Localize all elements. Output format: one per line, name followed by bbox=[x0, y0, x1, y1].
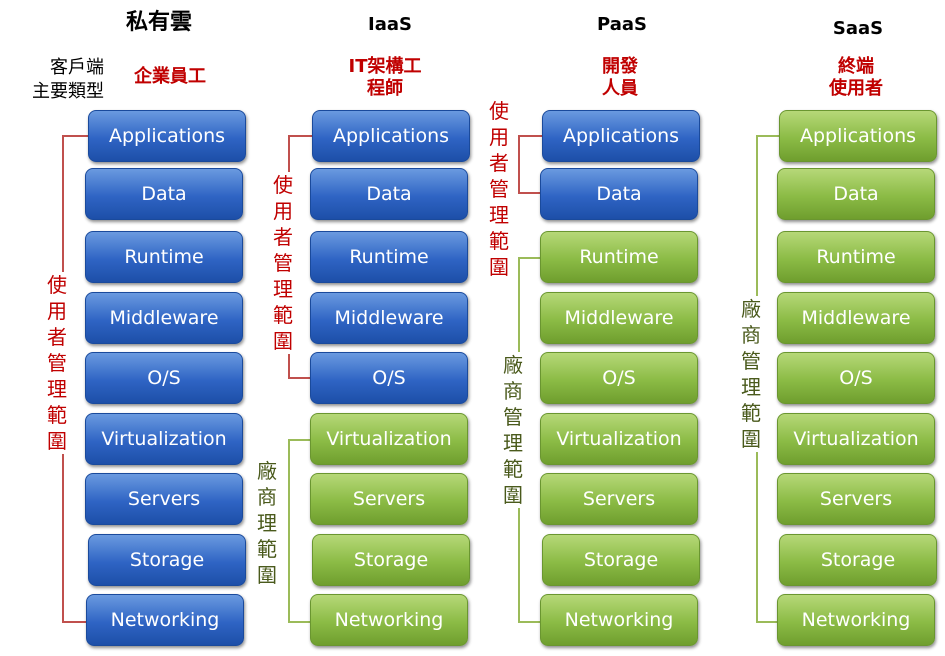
label-paas-user-managed: 使用者管理範圍 bbox=[488, 98, 510, 280]
layer-virtualization: Virtualization bbox=[85, 413, 243, 465]
layer-runtime: Runtime bbox=[777, 231, 935, 283]
layer-servers: Servers bbox=[777, 473, 935, 525]
layer-virtualization: Virtualization bbox=[310, 413, 468, 465]
layer-data: Data bbox=[310, 168, 468, 220]
layer-virtualization: Virtualization bbox=[777, 413, 935, 465]
layer-middleware: Middleware bbox=[777, 292, 935, 344]
layer-os: O/S bbox=[540, 352, 698, 404]
layer-networking: Networking bbox=[86, 594, 244, 646]
layer-data: Data bbox=[777, 168, 935, 220]
layer-storage: Storage bbox=[312, 534, 470, 586]
label-iaas-user-managed: 使用者管理範圍 bbox=[272, 172, 294, 354]
layer-storage: Storage bbox=[542, 534, 700, 586]
layer-applications: Applications bbox=[312, 110, 470, 162]
layer-os: O/S bbox=[777, 352, 935, 404]
layer-networking: Networking bbox=[310, 594, 468, 646]
layer-networking: Networking bbox=[540, 594, 698, 646]
column-subtitle-private-cloud: 企業員工 bbox=[134, 66, 206, 87]
column-title-private-cloud: 私有雲 bbox=[125, 10, 192, 35]
column-subtitle-iaas: IT架構工 程師 bbox=[348, 56, 422, 99]
column-title-iaas: IaaS bbox=[368, 14, 412, 35]
layer-runtime: Runtime bbox=[540, 231, 698, 283]
layer-middleware: Middleware bbox=[310, 292, 468, 344]
layer-storage: Storage bbox=[88, 534, 246, 586]
layer-servers: Servers bbox=[85, 473, 243, 525]
label-saas-vendor-managed: 廠商管理範圍 bbox=[740, 296, 762, 452]
layer-applications: Applications bbox=[779, 110, 937, 162]
layer-applications: Applications bbox=[542, 110, 700, 162]
label-paas-vendor-managed: 廠商管理範圍 bbox=[502, 352, 524, 508]
layer-middleware: Middleware bbox=[85, 292, 243, 344]
layer-runtime: Runtime bbox=[85, 231, 243, 283]
layer-virtualization: Virtualization bbox=[540, 413, 698, 465]
bracket-paas-user bbox=[518, 135, 544, 194]
layer-servers: Servers bbox=[310, 473, 468, 525]
layer-os: O/S bbox=[85, 352, 243, 404]
layer-data: Data bbox=[540, 168, 698, 220]
column-subtitle-paas: 開發 人員 bbox=[602, 56, 638, 99]
bracket-iaas-vendor bbox=[288, 439, 312, 623]
layer-runtime: Runtime bbox=[310, 231, 468, 283]
label-private-user-managed: 使用者管理範圍 bbox=[46, 272, 68, 454]
layer-applications: Applications bbox=[88, 110, 246, 162]
layer-data: Data bbox=[85, 168, 243, 220]
layer-os: O/S bbox=[310, 352, 468, 404]
column-title-saas: SaaS bbox=[832, 18, 884, 39]
label-iaas-vendor-managed: 廠商理範圍 bbox=[257, 459, 277, 587]
layer-storage: Storage bbox=[779, 534, 937, 586]
client-type-label: 客戶端 主要類型 bbox=[32, 57, 104, 102]
column-subtitle-saas: 終端 使用者 bbox=[829, 56, 883, 99]
layer-servers: Servers bbox=[540, 473, 698, 525]
layer-middleware: Middleware bbox=[540, 292, 698, 344]
column-title-paas: PaaS bbox=[597, 14, 647, 35]
layer-networking: Networking bbox=[777, 594, 935, 646]
